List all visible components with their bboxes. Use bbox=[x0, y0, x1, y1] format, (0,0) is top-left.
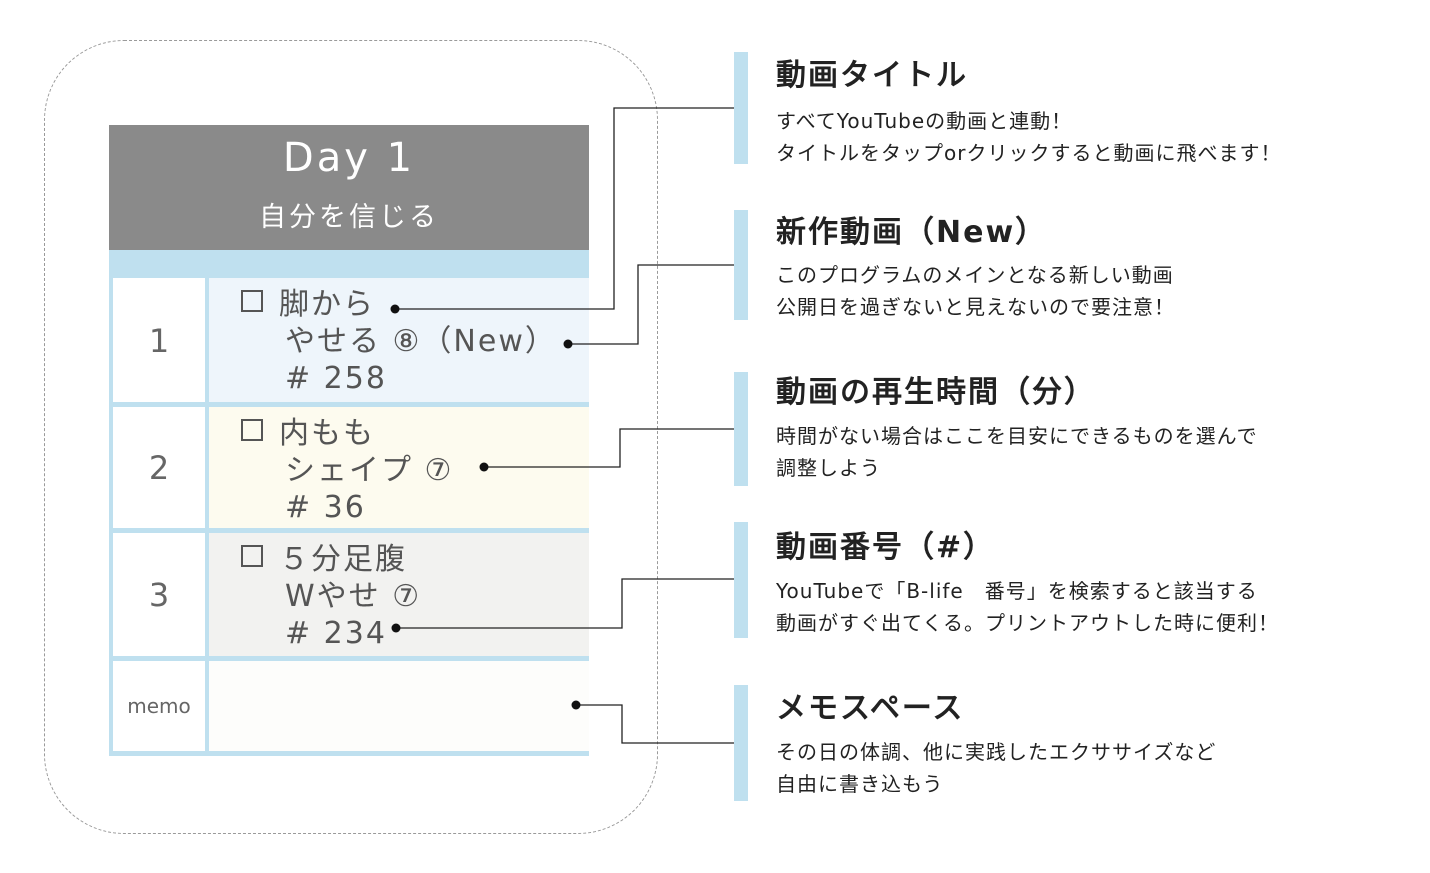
annotation-desc: 動画がすぐ出てくる。プリントアウトした時に便利！ bbox=[776, 611, 1279, 635]
row-divider bbox=[109, 656, 589, 661]
day-title: Day 1 bbox=[282, 135, 416, 181]
connector-dot bbox=[571, 700, 581, 710]
day-subtitle: 自分を信じる bbox=[259, 202, 439, 233]
connector-duration bbox=[484, 428, 734, 468]
video-title-line2[interactable]: Wやせ ⑦ bbox=[285, 579, 422, 614]
connector-video-title bbox=[395, 107, 734, 310]
video-title-line2[interactable]: シェイプ ⑦ bbox=[285, 453, 454, 488]
row-divider bbox=[109, 751, 589, 756]
annotation-desc: すべてYouTubeの動画と連動！ bbox=[776, 109, 1073, 133]
annotation-desc: その日の体調、他に実践したエクササイズなど bbox=[776, 740, 1217, 764]
exercise-row-3[interactable]: 3 ５分足腹 Wやせ ⑦ # 234 bbox=[109, 533, 589, 657]
day-header: Day 1 自分を信じる bbox=[109, 125, 589, 250]
annotation-title-video-number: 動画番号（#） bbox=[776, 530, 996, 565]
row-number: 1 bbox=[109, 278, 209, 403]
video-title-line1[interactable]: 内もも bbox=[279, 416, 375, 451]
annotation-bar bbox=[734, 522, 748, 638]
video-number: # 234 bbox=[285, 616, 387, 651]
video-title-line1[interactable]: 脚から bbox=[279, 287, 375, 322]
annotation-bar bbox=[734, 52, 748, 164]
annotation-bar bbox=[734, 372, 748, 486]
annotation-desc: 公開日を過ぎないと見えないので要注意！ bbox=[776, 295, 1175, 319]
annotation-title-duration: 動画の再生時間（分） bbox=[776, 375, 1096, 410]
video-title-line2[interactable]: やせる ⑧（New） bbox=[285, 324, 557, 359]
annotation-desc: YouTubeで「B-life 番号」を検索すると該当する bbox=[776, 579, 1258, 603]
row-divider bbox=[109, 402, 589, 407]
phone-frame bbox=[44, 40, 658, 834]
annotation-desc: 自由に書き込もう bbox=[776, 772, 944, 796]
row-content[interactable]: 内もも シェイプ ⑦ # 36 bbox=[209, 407, 589, 528]
video-number: # 36 bbox=[285, 490, 366, 525]
memo-row[interactable]: memo bbox=[109, 661, 589, 751]
row-content[interactable]: ５分足腹 Wやせ ⑦ # 234 bbox=[209, 533, 589, 657]
connector-new-video bbox=[568, 264, 734, 345]
video-number: # 258 bbox=[285, 361, 387, 396]
checkbox[interactable] bbox=[241, 419, 263, 441]
connector-dot bbox=[391, 623, 401, 633]
row-number: 3 bbox=[109, 533, 209, 657]
checkbox[interactable] bbox=[241, 290, 263, 312]
connector-dot bbox=[390, 304, 400, 314]
annotation-desc: このプログラムのメインとなる新しい動画 bbox=[776, 263, 1174, 287]
header-band bbox=[109, 250, 589, 278]
video-title-line1[interactable]: ５分足腹 bbox=[279, 542, 407, 577]
row-divider bbox=[109, 528, 589, 533]
connector-video-number bbox=[396, 578, 734, 629]
annotation-title-video-title: 動画タイトル bbox=[776, 58, 968, 93]
annotation-desc: 時間がない場合はここを目安にできるものを選んで bbox=[776, 424, 1258, 448]
connector-memo bbox=[576, 704, 734, 744]
annotation-desc: 調整しよう bbox=[776, 456, 881, 480]
row-number: 2 bbox=[109, 407, 209, 528]
row-content[interactable]: 脚から やせる ⑧（New） # 258 bbox=[209, 278, 589, 403]
annotation-desc: タイトルをタップorクリックすると動画に飛べます！ bbox=[776, 141, 1282, 165]
connector-dot bbox=[563, 339, 573, 349]
annotation-bar bbox=[734, 685, 748, 801]
annotation-title-memo: メモスペース bbox=[776, 691, 965, 726]
checkbox[interactable] bbox=[241, 545, 263, 567]
annotation-bar bbox=[734, 210, 748, 320]
connector-dot bbox=[479, 462, 489, 472]
annotation-title-new-video: 新作動画（New） bbox=[776, 215, 1048, 250]
memo-label: memo bbox=[109, 661, 209, 751]
exercise-row-1[interactable]: 1 脚から やせる ⑧（New） # 258 bbox=[109, 278, 589, 403]
